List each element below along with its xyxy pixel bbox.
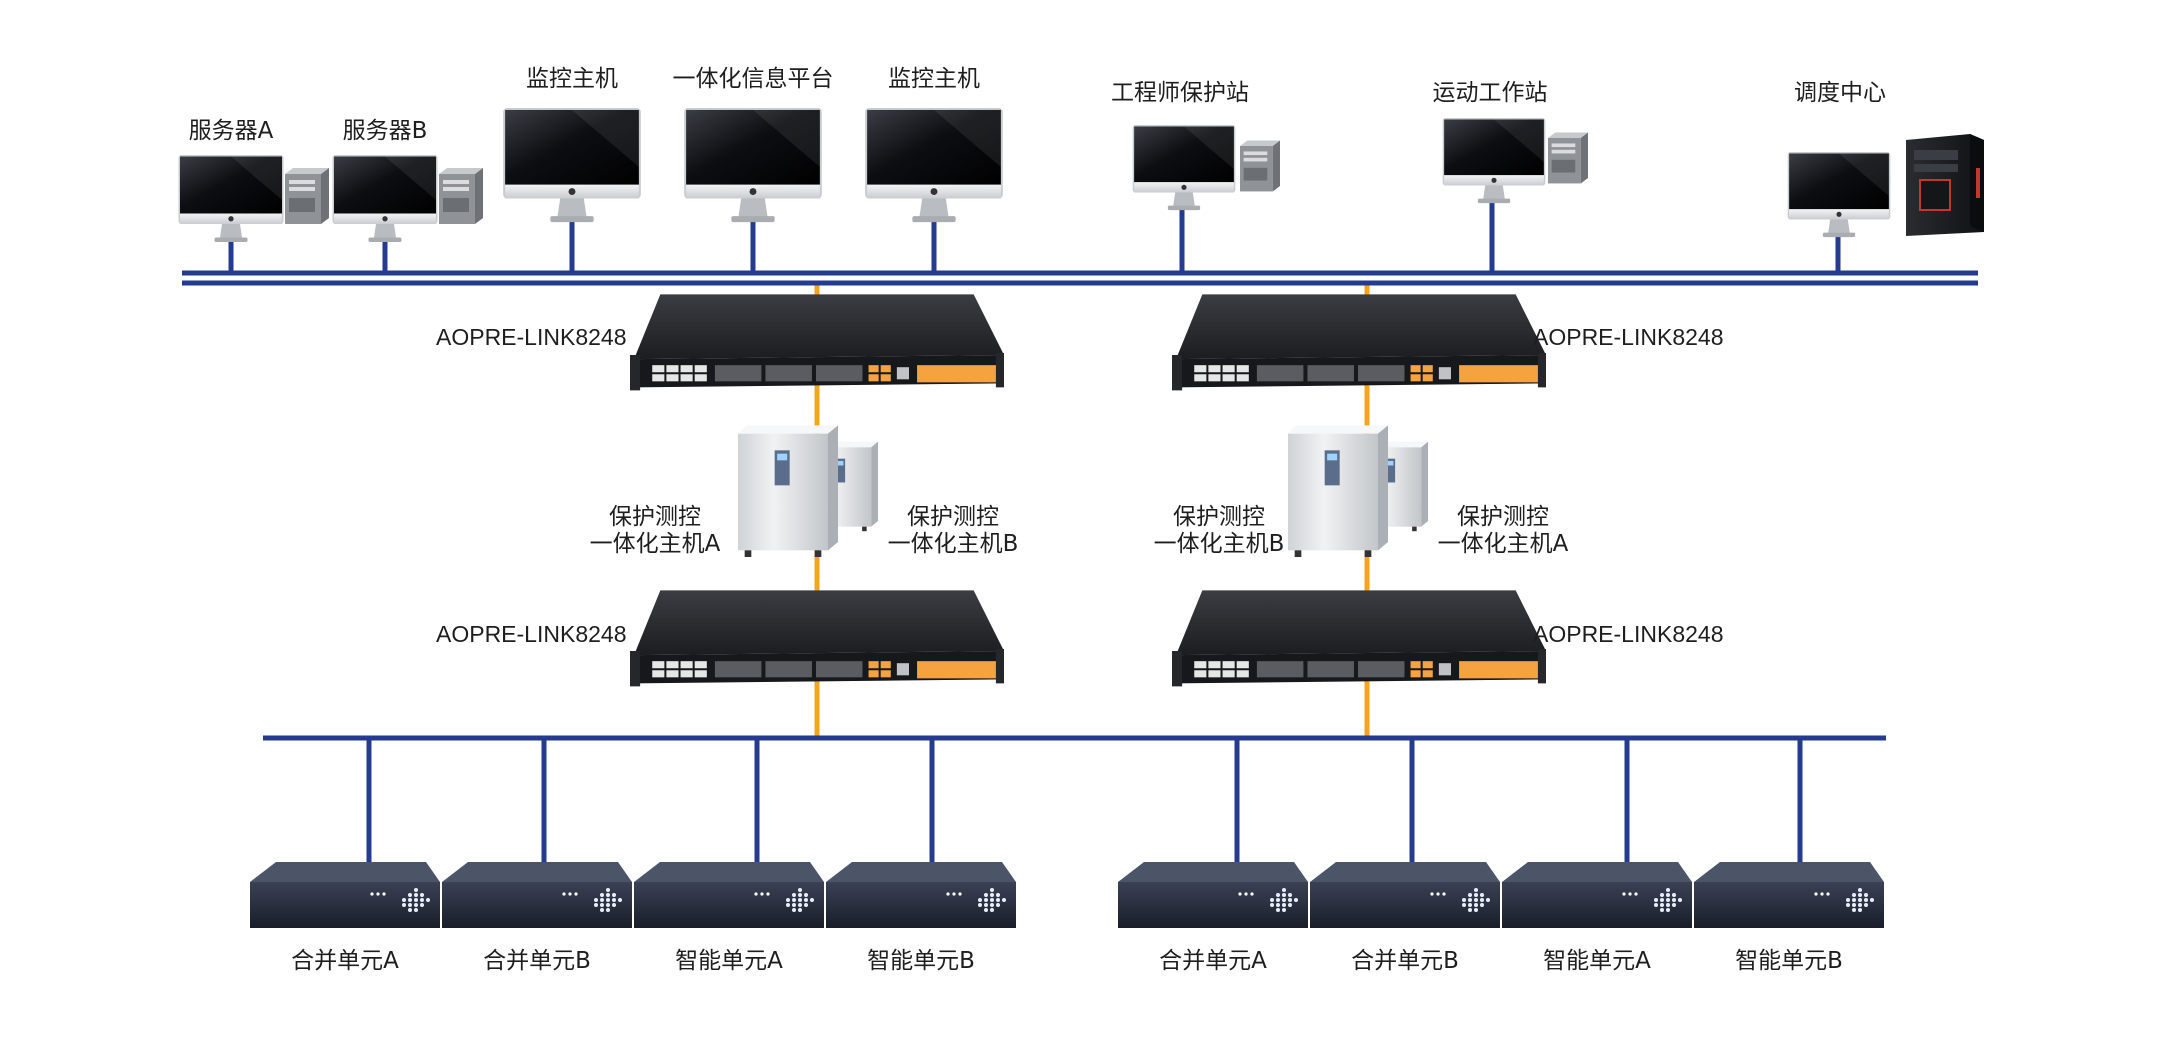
protection-label-line2: 一体化主机B	[887, 531, 1019, 557]
switch-label-top-left: AOPRE-LINK8248	[436, 324, 627, 350]
protection-label-line1: 保护测控	[907, 504, 999, 530]
protection-label-right-a: 保护测控 一体化主机A	[1428, 504, 1578, 558]
unit-label: 合并单元A	[1159, 948, 1267, 974]
host-info-platform[interactable]	[684, 108, 822, 223]
monitor-icon	[332, 155, 438, 242]
gaming-tower-icon	[1906, 134, 1984, 236]
cabinet-left-a[interactable]	[738, 425, 838, 557]
host-label: 工程师保护站	[1111, 80, 1249, 106]
monitor-icon	[178, 155, 284, 242]
protection-label-line2: 一体化主机A	[589, 531, 721, 557]
unit-label: 合并单元B	[483, 948, 591, 974]
host-monitor-1[interactable]	[503, 108, 641, 223]
host-label: 一体化信息平台	[672, 66, 834, 92]
tower-icon	[439, 168, 483, 224]
monitor-icon	[1787, 152, 1891, 238]
host-label: 服务器A	[188, 118, 274, 144]
unit-intel-b-left[interactable]	[826, 862, 1016, 928]
host-server-a[interactable]	[178, 155, 330, 242]
host-dispatch-center[interactable]	[1787, 134, 1984, 238]
protection-label-line1: 保护测控	[609, 504, 701, 530]
switch-top-right[interactable]	[1172, 294, 1548, 391]
protection-label-line2: 一体化主机A	[1437, 531, 1569, 557]
tower-icon	[1548, 132, 1588, 184]
host-label: 调度中心	[1794, 80, 1886, 106]
protection-label-left-b: 保护测控 一体化主机B	[878, 504, 1028, 558]
unit-intel-a-right[interactable]	[1502, 862, 1692, 928]
host-label: 服务器B	[342, 118, 428, 144]
unit-label: 智能单元A	[675, 948, 783, 974]
protection-label-line1: 保护测控	[1173, 504, 1265, 530]
switch-top-left[interactable]	[630, 294, 1006, 391]
switch-label-bottom-right: AOPRE-LINK8248	[1533, 621, 1724, 647]
unit-label: 智能单元B	[867, 948, 975, 974]
host-motion-station[interactable]	[1442, 118, 1588, 204]
switch-bottom-right[interactable]	[1172, 590, 1548, 687]
tower-icon	[1240, 140, 1280, 192]
protection-label-line2: 一体化主机B	[1153, 531, 1285, 557]
unit-merge-a-right[interactable]	[1118, 862, 1308, 928]
monitor-icon	[1132, 125, 1236, 211]
tower-icon	[285, 168, 329, 224]
unit-intel-b-right[interactable]	[1694, 862, 1884, 928]
protection-label-line1: 保护测控	[1457, 504, 1549, 530]
host-label: 监控主机	[526, 66, 618, 92]
monitor-icon	[503, 108, 641, 223]
monitor-icon	[684, 108, 822, 223]
cabinet-right-b[interactable]	[1288, 425, 1388, 557]
host-label: 监控主机	[888, 66, 980, 92]
protection-label-left-a: 保护测控 一体化主机A	[580, 504, 730, 558]
switch-label-bottom-left: AOPRE-LINK8248	[436, 621, 627, 647]
unit-merge-b-left[interactable]	[442, 862, 632, 928]
unit-merge-b-right[interactable]	[1310, 862, 1500, 928]
unit-label: 合并单元A	[291, 948, 399, 974]
host-monitor-2[interactable]	[865, 108, 1003, 223]
switch-label-top-right: AOPRE-LINK8248	[1533, 324, 1724, 350]
station-bus	[182, 270, 1978, 286]
switch-bottom-left[interactable]	[630, 590, 1006, 687]
host-engineer-station[interactable]	[1132, 125, 1280, 211]
unit-drop-lines	[366, 738, 1803, 870]
unit-merge-a-left[interactable]	[250, 862, 440, 928]
unit-label: 合并单元B	[1351, 948, 1459, 974]
monitor-icon	[1442, 118, 1546, 204]
host-label: 运动工作站	[1432, 80, 1548, 106]
unit-label: 智能单元B	[1735, 948, 1843, 974]
host-server-b[interactable]	[332, 155, 484, 242]
unit-intel-a-left[interactable]	[634, 862, 824, 928]
monitor-icon	[865, 108, 1003, 223]
protection-label-right-b: 保护测控 一体化主机B	[1144, 504, 1294, 558]
unit-label: 智能单元A	[1543, 948, 1651, 974]
